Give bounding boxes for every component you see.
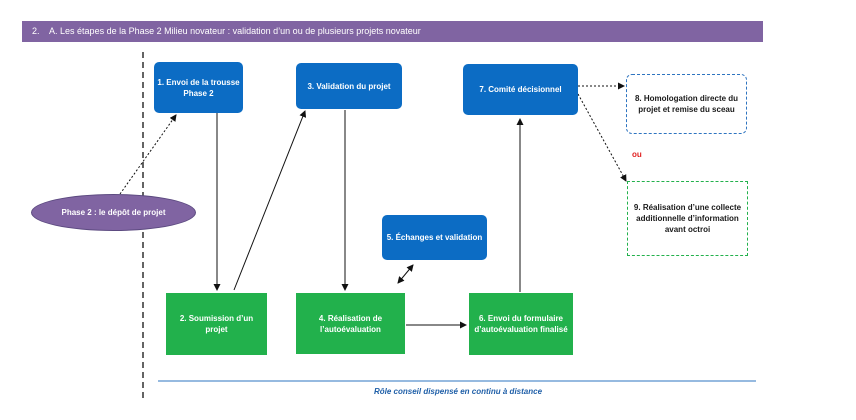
step-8-box: 8. Homologation directe du projet et rem… [626, 74, 747, 134]
banner-text: A. Les étapes de la Phase 2 Milieu novat… [49, 26, 421, 36]
banner-number: 2. [32, 26, 40, 36]
arrow-oval-to-1 [119, 114, 177, 195]
phase2-oval: Phase 2 : le dépôt de projet [31, 194, 196, 231]
arrow-2-to-3 [233, 110, 307, 291]
step-9-box: 9. Réalisation d’une collecte additionne… [627, 181, 748, 256]
step-1-box: 1. Envoi de la trousse Phase 2 [154, 62, 243, 113]
step-2-box: 2. Soumission d’un projet [166, 293, 267, 355]
or-label: ou [632, 150, 642, 159]
arrow-7-to-9 [577, 93, 627, 182]
footer-caption: Rôle conseil dispensé en continu à dista… [373, 387, 543, 396]
step-7-box: 7. Comité décisionnel [463, 64, 578, 115]
step-3-box: 3. Validation du projet [296, 63, 402, 109]
step-6-box: 6. Envoi du formulaire d’autoévaluation … [469, 293, 573, 355]
title-banner: 2. A. Les étapes de la Phase 2 Milieu no… [22, 21, 763, 42]
arrow-4-to-5 [397, 264, 414, 284]
step-5-box: 5. Échanges et validation [382, 215, 487, 260]
step-4-box: 4. Réalisation de l’autoévaluation [296, 293, 405, 354]
